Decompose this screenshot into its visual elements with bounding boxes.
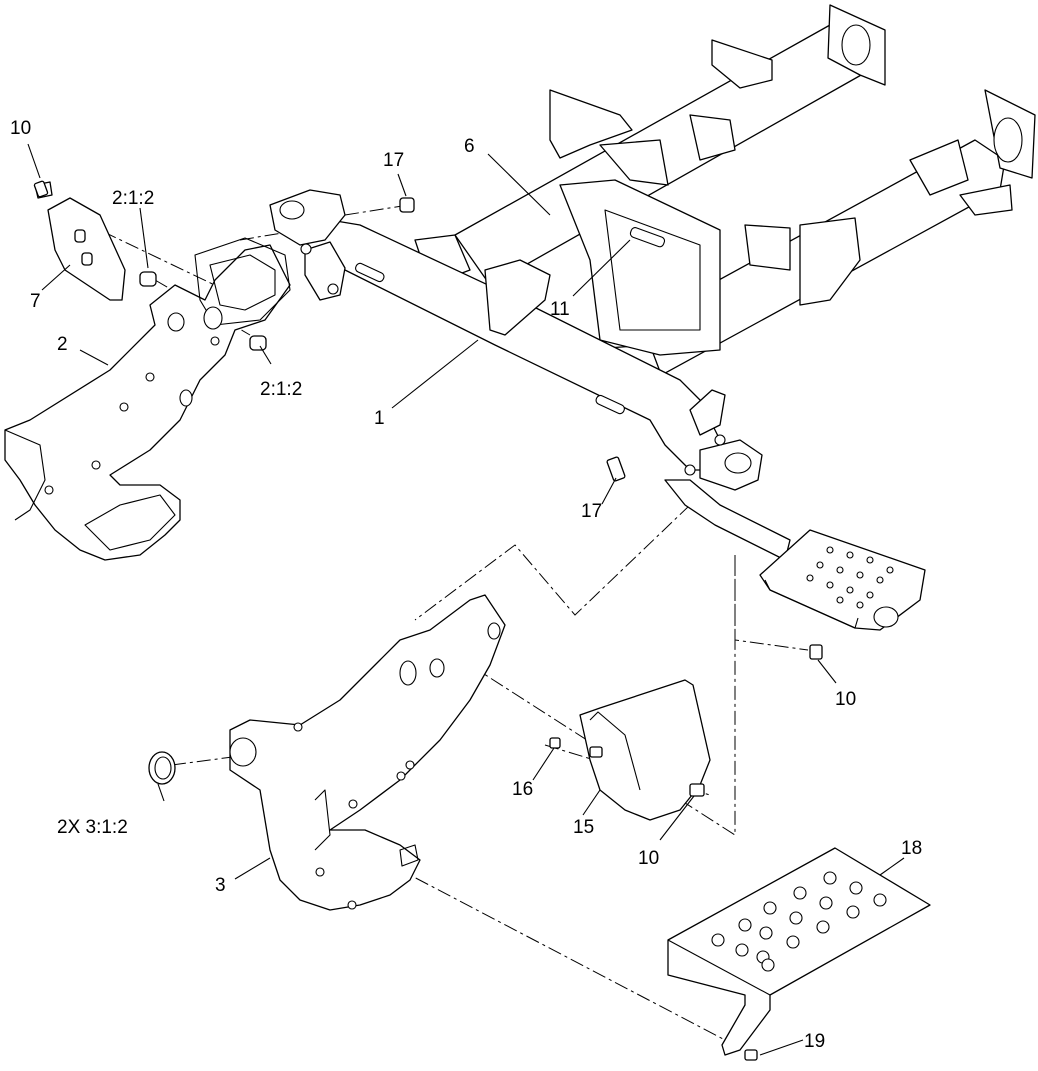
left-pedal-bracket-part-2 xyxy=(4,237,291,561)
callout-3: 3 xyxy=(215,875,226,896)
callout-16: 16 xyxy=(512,779,533,800)
callout-2-1-2-bottom: 2:1:2 xyxy=(260,379,302,400)
callout-18: 18 xyxy=(901,838,922,859)
fasteners xyxy=(33,180,823,1061)
grommet-3-1-2 xyxy=(148,751,176,785)
callout-7: 7 xyxy=(30,291,41,312)
callout-17-top: 17 xyxy=(383,150,404,171)
callout-2x-3-1-2: 2X 3:1:2 xyxy=(57,817,128,838)
main-frame-part-1 xyxy=(269,4,1036,631)
callout-6: 6 xyxy=(464,136,475,157)
callout-17-bottom: 17 xyxy=(581,501,602,522)
callout-1: 1 xyxy=(374,408,385,429)
callout-labels: 10 2:1:2 7 2 2:1:2 17 6 11 1 17 10 2X 3:… xyxy=(10,118,922,1052)
bushings-2-1-2 xyxy=(139,271,267,351)
callout-10-shield: 10 xyxy=(638,848,659,869)
callout-leaders xyxy=(27,143,905,1056)
callout-2-1-2-top: 2:1:2 xyxy=(112,188,154,209)
callout-11: 11 xyxy=(550,299,570,320)
pedal-tread-holes xyxy=(806,546,894,609)
callout-19: 19 xyxy=(804,1031,825,1052)
step-plate-holes xyxy=(711,871,887,972)
callout-10-top-left: 10 xyxy=(10,118,31,139)
callout-10-pedal: 10 xyxy=(835,689,856,710)
shield-part-15 xyxy=(579,679,711,821)
step-plate-part-18 xyxy=(667,847,931,1056)
callout-2: 2 xyxy=(57,334,68,355)
right-pedal-bracket-part-3 xyxy=(229,594,506,911)
callout-15: 15 xyxy=(573,817,594,838)
